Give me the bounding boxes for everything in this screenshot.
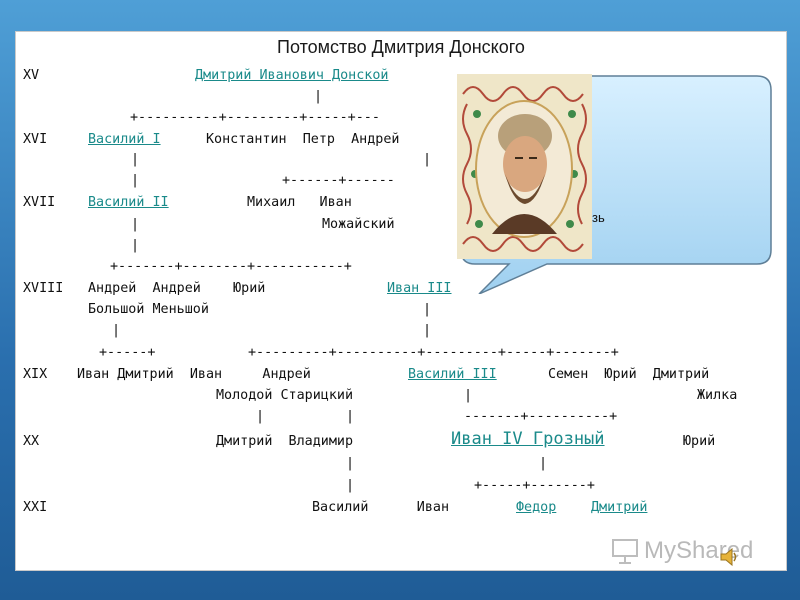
tree-connector: | — [346, 456, 355, 471]
century-xvii: XVII — [23, 195, 56, 210]
tree-connector: | — [464, 388, 473, 403]
link-vasily-1[interactable]: Василий I — [88, 132, 161, 147]
tree-connector: -------+----------+ — [464, 409, 618, 424]
zhilka-label: Жилка — [697, 388, 738, 403]
speaker-icon[interactable] — [718, 546, 740, 568]
link-vasily-2[interactable]: Василий II — [88, 195, 169, 210]
tree-connector: | — [131, 173, 140, 188]
tree-connector: +-----+ — [99, 345, 156, 360]
presentation-icon — [612, 539, 638, 564]
row-20-names: Дмитрий Владимир — [216, 434, 354, 449]
link-vasily-3[interactable]: Василий III — [408, 367, 497, 382]
century-xix: XIX — [23, 367, 48, 382]
link-dmitry-21[interactable]: Дмитрий — [591, 500, 648, 515]
tree-connector: | — [131, 217, 140, 232]
tree-connector: | — [131, 152, 140, 167]
mozhaysky-label: Можайский — [322, 217, 395, 232]
tree-connector: | — [314, 89, 323, 104]
tree-connector: | — [112, 323, 121, 338]
row-19-names: Иван Дмитрий Иван Андрей — [77, 367, 311, 382]
tree-connector: | — [256, 409, 265, 424]
tree-connector: | — [346, 478, 355, 493]
row-18-names: Андрей Андрей Юрий — [88, 281, 266, 296]
tree-connector: +----------+---------+-----+--- — [130, 110, 380, 125]
page-title: Потомство Дмитрия Донского — [277, 37, 525, 57]
row-21-names: Василий Иван — [312, 500, 450, 515]
link-dmitry-donskoy[interactable]: Дмитрий Иванович Донской — [195, 68, 389, 83]
row-18-subnames: Большой Меньшой — [88, 302, 209, 317]
yuri-20-label: Юрий — [683, 434, 716, 449]
callout-bubble: 9 Великий московский князь 1462-1505 — [457, 74, 773, 294]
link-fedor[interactable]: Федор — [516, 500, 557, 515]
century-xx: XX — [23, 434, 40, 449]
link-ivan-4-grozny[interactable]: Иван IV Грозный — [451, 429, 605, 449]
tree-connector: +-----+-------+ — [474, 478, 595, 493]
tree-connector: | — [423, 323, 432, 338]
tree-connector: | — [539, 456, 548, 471]
row-19-subnames: Молодой Старицкий — [216, 388, 354, 403]
century-xv: XV — [23, 68, 40, 83]
tree-connector: | — [423, 152, 432, 167]
row-17-names: Михаил Иван — [247, 195, 352, 210]
century-xxi: XXI — [23, 500, 48, 515]
tree-connector: | — [346, 409, 355, 424]
century-xvi: XVI — [23, 132, 48, 147]
row-16-names: Константин Петр Андрей — [206, 132, 400, 147]
tree-connector: +------+------ — [282, 173, 395, 188]
tree-connector: +-------+--------+-----------+ — [110, 259, 352, 274]
century-xviii: XVIII — [23, 281, 64, 296]
link-ivan-3[interactable]: Иван III — [387, 281, 452, 296]
portrait-image — [457, 74, 592, 259]
tree-connector: | — [131, 238, 140, 253]
tree-connector: | — [423, 302, 432, 317]
tree-connector: +---------+----------+---------+-----+--… — [248, 345, 619, 360]
row-19-names-right: Семен Юрий Дмитрий — [548, 367, 710, 382]
